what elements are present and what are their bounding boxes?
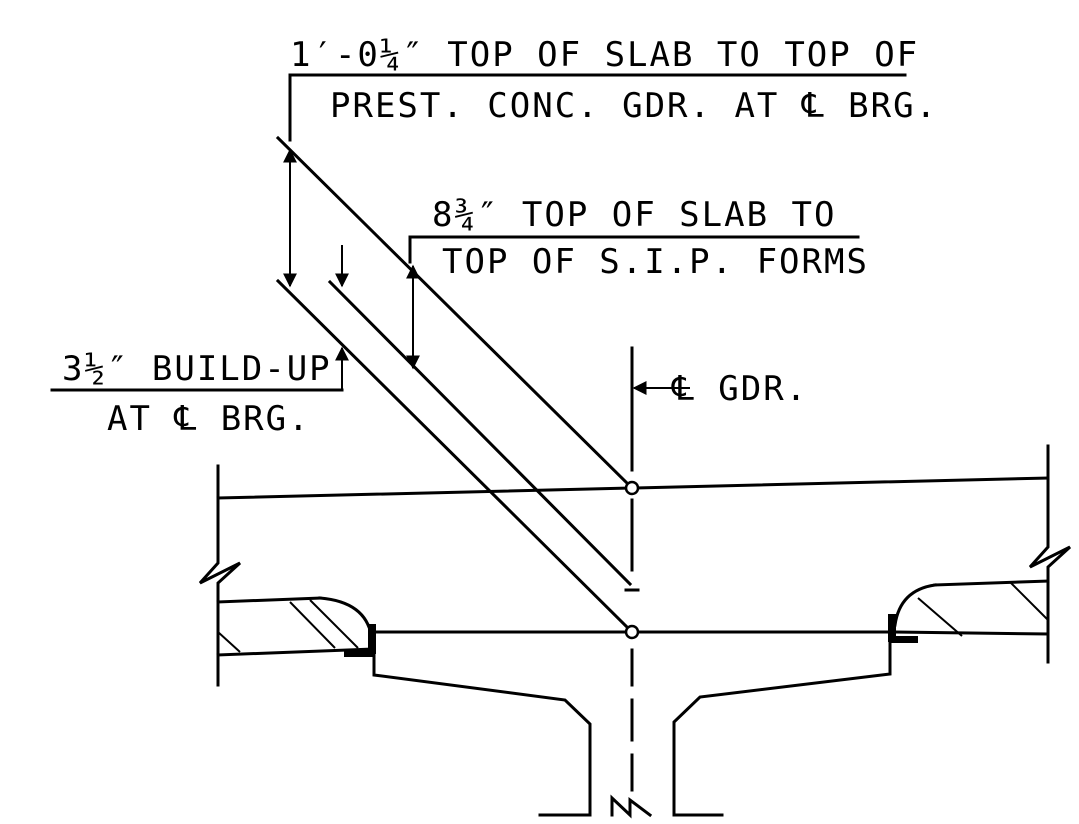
buildup-label-line2: AT ℄ BRG.: [107, 399, 311, 439]
bearing-pads: [344, 614, 918, 657]
slab-to-forms-label-line1: 8¾″ TOP OF SLAB TO: [432, 195, 836, 235]
girder-centerline-label: ℄ GDR.: [671, 369, 808, 409]
slab-to-girder-label-line1: 1′-0¼″ TOP OF SLAB TO TOP OF: [290, 35, 919, 75]
slab-to-girder-label-line2: PREST. CONC. GDR. AT ℄ BRG.: [330, 86, 938, 126]
slab-to-forms-label-line2: TOP OF S.I.P. FORMS: [442, 242, 869, 282]
skew-projection-lines: [275, 135, 635, 635]
girder-centerline: [624, 346, 640, 792]
slab-hatching: [217, 581, 1049, 653]
dimension-arrows: [283, 148, 690, 395]
work-points: [624, 480, 640, 640]
buildup-label-line1: 3½″ BUILD-UP: [62, 349, 332, 389]
label-underlines: [50, 73, 907, 392]
